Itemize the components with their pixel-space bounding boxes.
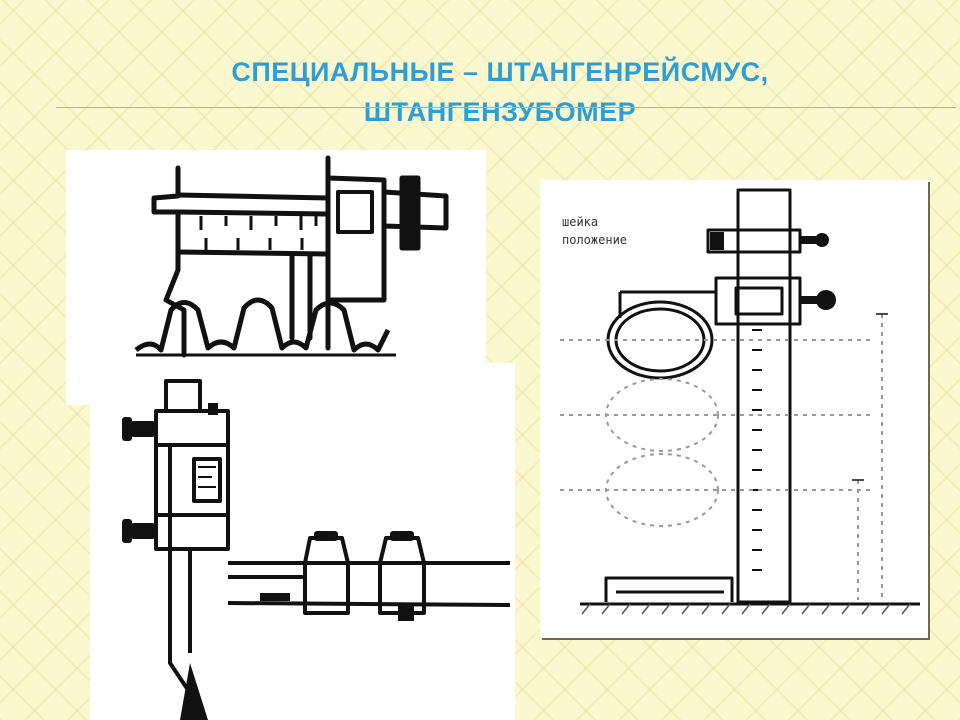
label-sheyka: шейка — [562, 215, 598, 229]
slide-title: СПЕЦИАЛЬНЫЕ – ШТАНГЕНРЕЙСМУС, ШТАНГЕНЗУБ… — [100, 52, 900, 132]
gear-tooth-caliper-side-svg — [134, 155, 449, 358]
title-divider — [56, 107, 956, 108]
height-gauge-drawing: шейка положение — [540, 180, 928, 638]
gear-tooth-caliper-side-drawing — [66, 150, 486, 405]
label-polozhenie: положение — [562, 233, 627, 247]
slide-title-line-2: ШТАНГЕНЗУБОМЕР — [363, 97, 637, 127]
gear-tooth-caliper-front-drawing — [90, 363, 515, 720]
slide-title-line-1: СПЕЦИАЛЬНЫЕ – ШТАНГЕНРЕЙСМУС, — [231, 57, 769, 87]
height-gauge-svg: шейка положение — [560, 188, 920, 615]
gear-tooth-caliper-front-svg — [122, 379, 511, 720]
